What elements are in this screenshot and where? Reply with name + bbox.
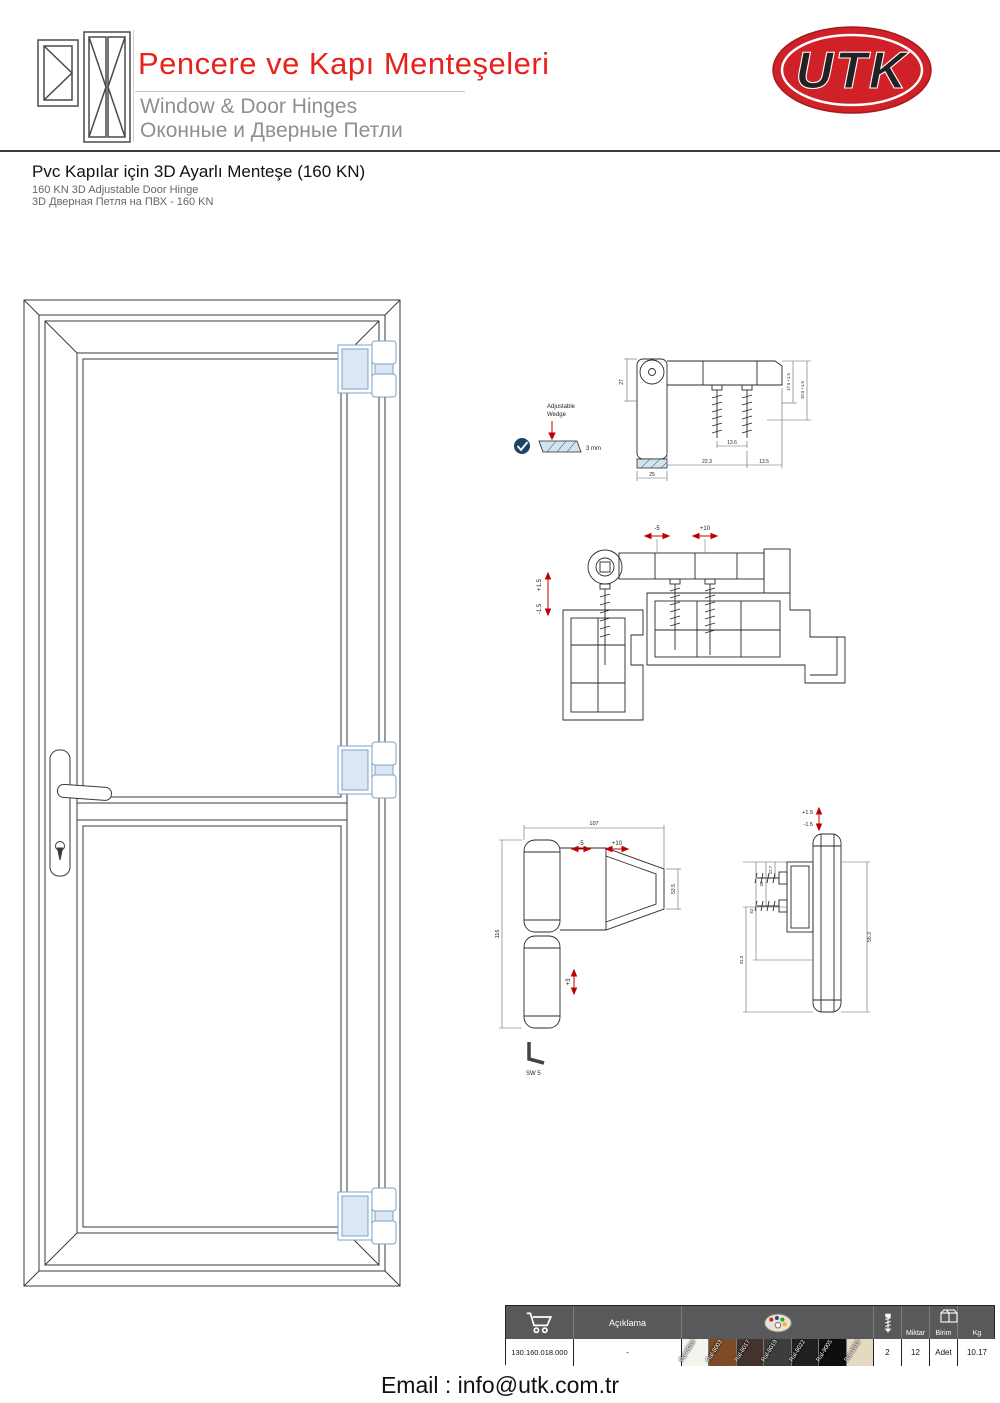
dim-label: 55.3 [867,932,873,942]
dim-label: 28 [759,881,764,887]
package-icon-cell [901,1308,996,1323]
dim-label: 13.5 [759,459,769,465]
dim-label: 31.3 [739,955,744,964]
screw-header-cell [873,1306,901,1339]
cart-icon [526,1312,552,1333]
dim-label: 52 [749,908,754,914]
dim-label: -1.5 [804,822,813,828]
product-title-tr: Pvc Kapılar için 3D Ayarlı Menteşe (160 … [32,162,366,181]
check-icon [514,438,530,454]
header-divider [133,30,134,142]
dim-label: 17.5 +1.5 [786,373,791,391]
dim-label: +10 [700,526,711,532]
footer-email: Email : info@utk.com.tr [380,1372,620,1398]
colors-header-cell [681,1306,873,1339]
dim-label: +1.5 [802,810,813,816]
dim-label: -1.5 [537,603,543,614]
product-subtitle-ru: 3D Дверная Петля на ПВХ - 160 KN [32,196,214,208]
dim-label: +3 [566,978,572,986]
window-door-icon [37,31,131,143]
color-swatch-ral-9016: Ral-9016 [679,1339,709,1366]
color-swatch-fill [709,1339,736,1366]
product-table: Açıklama [505,1305,996,1366]
door-hinge-middle [337,741,397,799]
door-hinge-top [337,340,397,398]
dim-label: -5 [654,526,660,532]
utk-logo: UTK [772,26,932,114]
table-header-strip [506,1306,994,1339]
product-subtitle-en: 160 KN 3D Adjustable Door Hinge [32,184,199,196]
color-swatch-fill [791,1339,819,1366]
door-drawing [23,299,401,1287]
logo-text: UTK [796,42,910,100]
kg-value: 10.17 [957,1339,996,1366]
color-swatch-ral-8022: Ral-8022 [789,1339,819,1366]
dim-label: 20.5 +1.5 [800,381,805,399]
unit-header: Birim [929,1306,957,1339]
wedge-arrow [548,421,556,441]
dim-label: 22.3 [702,459,712,465]
dim-label: 27 [619,379,625,385]
dim-label: 107 [589,821,598,827]
kg-header: Kg [957,1306,996,1339]
product-code: 130.160.018.000 [506,1339,573,1366]
color-swatch-ral-9005: Ral-9005 [816,1339,846,1366]
hinge-profile-drawing: -5 +10 +1.5 -1.5 [537,526,846,721]
color-swatch-fill [736,1339,764,1366]
page-subtitle-ru: Оконные и Дверные Петли [140,119,403,142]
description-header: Açıklama [573,1306,681,1339]
dim-label: -5 [578,841,584,847]
screw-count: 2 [873,1339,901,1366]
color-swatch-ral-8019: Ral-8019 [761,1339,791,1366]
cart-header-cell [506,1306,573,1339]
hinge-front-drawing: 107 -5 +10 53.5 116 +3 SW 5 [495,821,681,1077]
sw-label: SW 5 [526,1071,541,1077]
dim-label: 3 mm [586,446,601,452]
dim-label: 12.7 [768,865,773,874]
qty-value: 12 [901,1339,929,1366]
dim-label: 53.5 [671,884,677,894]
hinge-side-drawing: +1.5 -1.5 12.7 28 52 31.3 55.3 [739,806,873,1013]
dim-label: +1.5 [537,578,543,591]
palette-icon [763,1313,792,1332]
color-swatch-ral-1015: Ral-1015 [843,1339,873,1366]
color-swatch-fill [682,1339,709,1366]
title-underline [135,91,465,92]
dim-label: +10 [612,841,623,847]
door-hinge-bottom [337,1187,397,1245]
color-swatch-fill [819,1339,846,1366]
door-handle [49,749,112,877]
description-value: - [573,1339,681,1366]
wedge-label: Adjustable [547,404,576,410]
wedge-label: Wedge [547,412,567,418]
allen-key-icon [527,1042,545,1065]
unit-value: Adet [929,1339,957,1366]
header-rule [0,150,1000,152]
page-title: Pencere ve Kapı Menteşeleri [138,46,550,81]
adjustable-wedge-shape [538,440,668,469]
dim-label: 13.6 [727,440,737,446]
color-swatch-fill [846,1339,873,1366]
hinge-section-drawing: Adjustable Wedge 3 mm 27 17.5 +1.5 20.5 … [514,358,811,481]
dim-label: 25 [649,472,655,478]
color-swatch-ral-8003: Ral-8003 [706,1339,736,1366]
package-icon [939,1308,958,1323]
dim-label: 116 [495,930,501,939]
page-subtitle-en: Window & Door Hinges [140,95,358,118]
color-swatch-fill [764,1339,791,1366]
screw-icon [884,1313,891,1333]
color-swatch-ral-8017: Ral-8017 [734,1339,764,1366]
qty-header: Miktar [901,1306,929,1339]
